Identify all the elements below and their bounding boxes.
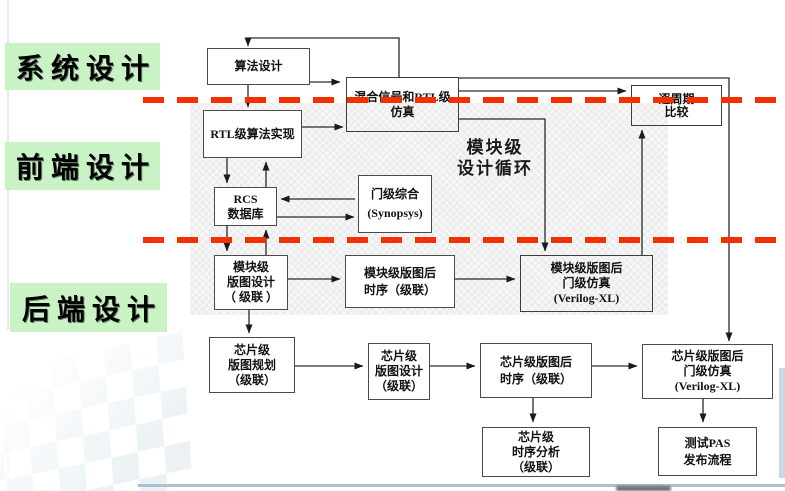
box-label-line: RCS xyxy=(233,191,258,206)
box-label-line: 仿真 xyxy=(390,104,415,119)
left-edge-line xyxy=(7,0,9,491)
box-chip-post-layout-timing: 芯片级版图后 时序（级联） xyxy=(480,343,592,398)
box-label-line: （ 级联 ） xyxy=(223,290,278,304)
box-module-post-layout-gate-sim: 模块级版图后 门级仿真 (Verilog-XL) xyxy=(520,255,653,312)
right-edge-accent xyxy=(779,368,785,478)
box-label-line: 模块级版图后 xyxy=(550,261,623,275)
box-mixed-signal-rtl-sim: 混合信号和RTL级 仿真 xyxy=(346,77,459,132)
box-label-line: 芯片级版图后 xyxy=(499,354,572,369)
box-label-line: （级联） xyxy=(374,379,423,393)
box-test-pas-release: 测试PAS 发布流程 xyxy=(658,427,757,476)
box-rtl-algorithm-impl: RTL级算法实现 xyxy=(203,110,302,158)
box-module-layout-design: 模块级 版图设计 （ 级联 ） xyxy=(214,255,288,310)
box-label-line: 发布流程 xyxy=(683,452,732,467)
phase-label-system: 系统设计 xyxy=(5,43,160,90)
box-label-line: 门级仿真 xyxy=(683,364,732,378)
box-label-line: 时序（级联） xyxy=(499,371,572,386)
loop-caption-line: 模块级 xyxy=(466,138,524,157)
box-label-line: 版图规划 xyxy=(227,357,276,372)
box-label-line: RTL级算法实现 xyxy=(210,126,295,141)
box-label-line: 芯片级 xyxy=(233,342,270,357)
box-label-line: 芯片级版图后 xyxy=(671,349,744,363)
box-label-line: (Synopsys) xyxy=(367,206,423,220)
box-label-line: 版图设计 xyxy=(226,275,275,289)
box-label-line: 算法设计 xyxy=(234,59,283,73)
phase-label-frontend-text: 前端设计 xyxy=(15,152,156,183)
tile-watermark-fade xyxy=(0,330,230,491)
phase-label-frontend: 前端设计 xyxy=(5,142,160,190)
box-rcs-database: RCS 数据库 xyxy=(214,187,277,226)
box-label-line: 门级综合 xyxy=(370,187,419,201)
box-chip-layout-design: 芯片级 版图设计 （级联） xyxy=(368,343,430,400)
box-module-post-layout-timing: 模块级版图后 时序（级联） xyxy=(345,255,455,308)
box-gate-level-synthesis: 门级综合 (Synopsys) xyxy=(358,175,432,233)
box-label-line: 版图设计 xyxy=(374,364,423,378)
box-label-line: (Verilog-XL) xyxy=(674,379,741,393)
box-label-line: 时序分析 xyxy=(511,444,560,459)
box-cycle-compare: 逐周期 比较 xyxy=(631,85,722,126)
box-label-line: 芯片级 xyxy=(517,429,554,444)
phase-label-backend-text: 后端设计 xyxy=(21,293,162,325)
box-chip-post-layout-gate-sim: 芯片级版图后 门级仿真 (Verilog-XL) xyxy=(642,344,773,399)
box-label-line: 芯片级 xyxy=(380,349,417,363)
bottom-smudge xyxy=(616,486,671,491)
box-label-line: 模块级 xyxy=(232,260,269,274)
box-label-line: 逐周期 xyxy=(658,91,695,106)
loop-caption-line: 设计循环 xyxy=(457,159,533,178)
box-algorithm-design: 算法设计 xyxy=(207,48,310,85)
phase-label-backend: 后端设计 xyxy=(10,283,167,332)
box-label-line: （级联） xyxy=(511,459,560,474)
box-chip-timing-analysis: 芯片级 时序分析 （级联） xyxy=(482,427,590,477)
box-label-line: 比较 xyxy=(664,104,689,119)
box-label-line: (Verilog-XL) xyxy=(553,291,620,305)
box-label-line: 数据库 xyxy=(227,206,264,221)
box-chip-floorplan: 芯片级 版图规划 （级联） xyxy=(209,337,295,393)
phase-label-system-text: 系统设计 xyxy=(15,52,156,84)
box-label-line: 测试PAS xyxy=(684,435,731,450)
module-loop-caption: 模块级 设计循环 xyxy=(443,137,547,179)
box-label-line: 模块级版图后 xyxy=(363,265,436,280)
box-label-line: 门级仿真 xyxy=(562,276,611,290)
box-label-line: （级联） xyxy=(227,372,276,387)
bottom-edge-rule xyxy=(138,484,785,487)
box-label-line: 混合信号和RTL级 xyxy=(354,89,451,104)
box-label-line: 时序（级联） xyxy=(363,282,436,297)
